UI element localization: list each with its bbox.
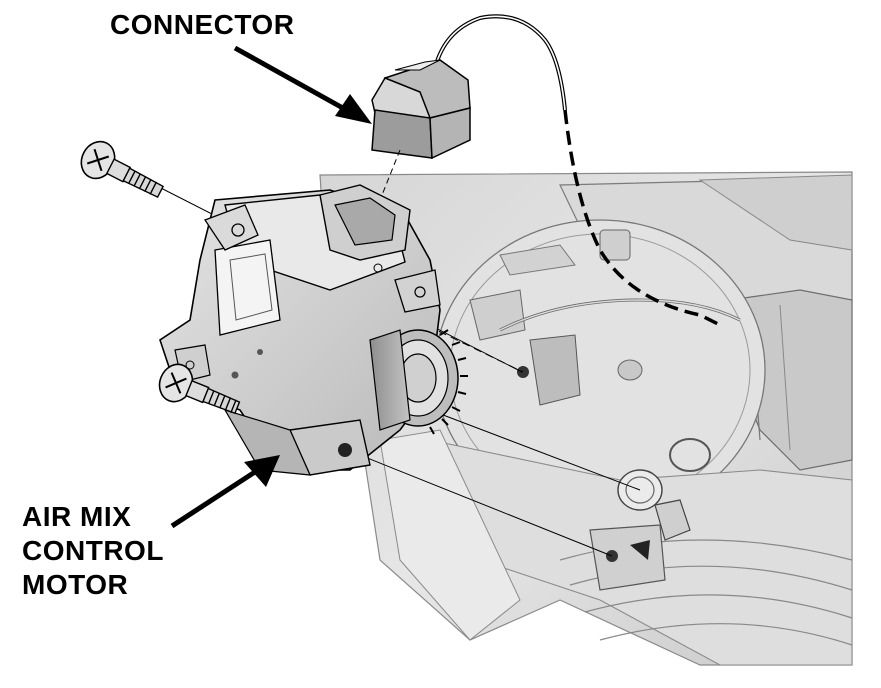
- callout-arrow: [170, 455, 280, 529]
- heater-housing: [319, 171, 853, 666]
- connector-plug: [371, 59, 471, 160]
- callout-arrow: [233, 45, 372, 124]
- screw-icon: [158, 363, 241, 415]
- motor-label-line-3: MOTOR: [22, 569, 129, 600]
- motor-label-line-2: CONTROL: [22, 535, 164, 566]
- motor-label-line-1: AIR MIX: [22, 501, 132, 532]
- air-mix-control-motor-label: AIR MIX CONTROL MOTOR: [22, 500, 164, 602]
- wire-harness: [433, 14, 721, 327]
- screw-icon: [80, 140, 165, 199]
- connector-label: CONNECTOR: [110, 9, 295, 40]
